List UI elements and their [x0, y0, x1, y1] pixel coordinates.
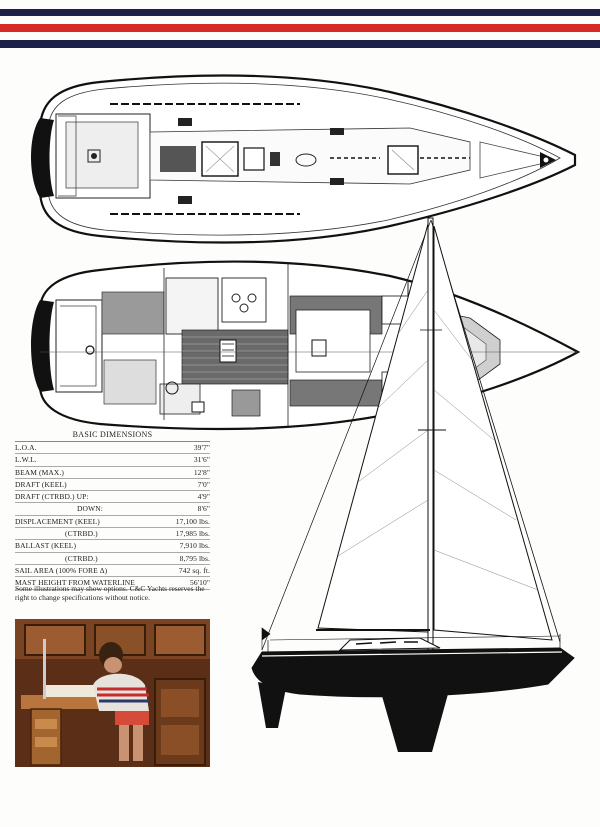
header-stripes: [0, 0, 600, 60]
navy-stripe-top: [0, 9, 600, 16]
dimension-label: BALLAST (KEEL): [15, 541, 77, 551]
dimension-value: 17,100 lbs.: [175, 516, 210, 526]
dimension-value: 31'6": [193, 455, 210, 465]
navy-stripe-bottom: [0, 40, 600, 48]
dimension-row: DOWN: 8'6": [15, 503, 210, 516]
dimension-label: MAST HEIGHT FROM WATERLINE: [15, 578, 135, 588]
dimension-row: L.O.A. 39'7": [15, 442, 210, 455]
dimension-value: 7,910 lbs.: [179, 541, 210, 551]
sail-plan: [251, 217, 575, 752]
dimension-label: L.W.L.: [15, 455, 37, 465]
dimension-label: DISPLACEMENT (KEEL): [15, 516, 100, 526]
basic-dimensions-table: BASIC DIMENSIONS L.O.A. 39'7" L.W.L. 31'6" B…: [15, 430, 210, 590]
dimension-label: L.O.A.: [15, 443, 37, 452]
dimension-value: 8'6": [197, 504, 210, 514]
dimension-value: 742 sq. ft.: [178, 565, 210, 575]
interior-plan: [31, 260, 581, 431]
disclaimer-note: Some illustrations may show options. C&C…: [15, 584, 205, 602]
dimension-value: 39'7": [193, 443, 210, 452]
dimension-value: 8,795 lbs.: [179, 553, 210, 563]
dimension-row: DRAFT (KEEL) 7'0": [15, 479, 210, 492]
dimension-row: SAIL AREA (100% FORE Δ) 742 sq. ft.: [15, 565, 210, 578]
dimension-value: 4'9": [197, 492, 210, 502]
dimension-value: 12'8": [193, 467, 210, 477]
interior-photo: [15, 619, 210, 767]
dimension-label: (CTRBD.): [65, 529, 98, 539]
dimension-label: DRAFT (CTRBD.) UP:: [15, 492, 89, 502]
dimension-label: DOWN:: [77, 504, 103, 514]
dimension-label: (CTRBD.): [65, 553, 98, 563]
dimension-label: SAIL AREA (100% FORE Δ): [15, 565, 108, 575]
yacht-drawings: [31, 74, 581, 752]
dimension-value: 56'10": [189, 578, 210, 588]
dimension-row: DRAFT (CTRBD.) UP: 4'9": [15, 491, 210, 504]
dimensions-title: BASIC DIMENSIONS: [15, 430, 210, 442]
dimension-row: (CTRBD.) 17,985 lbs.: [15, 528, 210, 541]
dimension-value: 17,985 lbs.: [175, 529, 210, 539]
dimension-row: BALLAST (KEEL) 7,910 lbs.: [15, 540, 210, 553]
dimension-row: (CTRBD.) 8,795 lbs.: [15, 553, 210, 565]
dimension-label: BEAM (MAX.): [15, 467, 65, 477]
dimension-label: DRAFT (KEEL): [15, 479, 67, 489]
red-stripe: [0, 24, 600, 32]
deck-plan: [31, 74, 577, 244]
dimension-row: DISPLACEMENT (KEEL) 17,100 lbs.: [15, 516, 210, 529]
dimensions-rows: L.O.A. 39'7" L.W.L. 31'6" BEAM (MAX.) 12'8" DR…: [15, 442, 210, 590]
dimension-row: BEAM (MAX.) 12'8": [15, 467, 210, 479]
dimension-row: L.W.L. 31'6": [15, 454, 210, 467]
dimension-row: MAST HEIGHT FROM WATERLINE 56'10": [15, 577, 210, 590]
dimension-value: 7'0": [197, 479, 210, 489]
